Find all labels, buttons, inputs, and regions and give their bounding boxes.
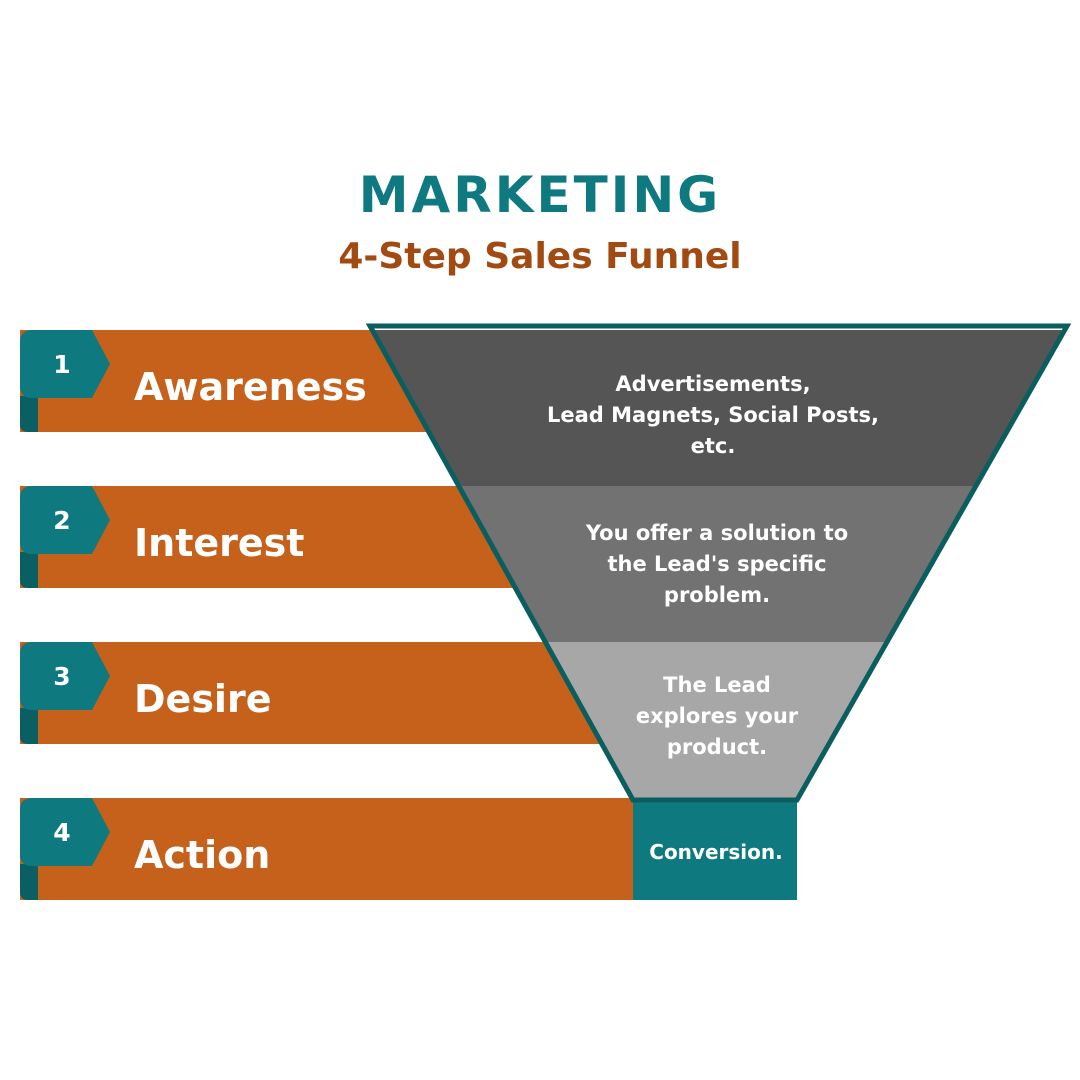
step-label: Interest: [134, 521, 304, 565]
tab-fold: [20, 708, 38, 744]
step-number: 4: [53, 818, 70, 847]
stage-description-line: product.: [667, 735, 767, 759]
step-number-tab: [20, 642, 110, 710]
stage-description-line: The Lead: [663, 673, 771, 697]
funnel-segment: [457, 486, 975, 642]
stage-description-line: Lead Magnets, Social Posts,: [547, 403, 879, 427]
conversion-box: [633, 798, 797, 900]
step-number-tab: [20, 798, 110, 866]
step-band: [20, 798, 650, 900]
stage-description-line: etc.: [691, 434, 736, 458]
funnel-stage-interest: You offer a solution to the Lead's specif…: [457, 486, 975, 642]
page-title: MARKETING: [358, 166, 722, 224]
stage-description-line: explores your: [636, 704, 799, 728]
funnel-segment: [545, 642, 886, 798]
tab-fold: [20, 864, 38, 900]
tab-fold: [20, 396, 38, 432]
step-label: Desire: [134, 677, 271, 721]
funnel-stage-awareness: Advertisements, Lead Magnets, Social Post…: [370, 330, 1063, 486]
step-band: [20, 642, 650, 744]
stage-description-line: You offer a solution to: [585, 521, 848, 545]
step-number-tab: [20, 486, 110, 554]
stage-description-line: Conversion.: [649, 840, 782, 864]
step-label: Awareness: [134, 365, 367, 409]
funnel-stage-desire: The Lead explores your product.: [545, 642, 886, 798]
step-number-tab: [20, 330, 110, 398]
stage-description-line: problem.: [664, 583, 770, 607]
funnel-segment: [370, 330, 1063, 486]
step-label: Action: [134, 833, 270, 877]
step-number: 3: [53, 662, 70, 691]
page-subtitle: 4-Step Sales Funnel: [338, 236, 742, 277]
stage-description-line: the Lead's specific: [607, 552, 826, 576]
funnel-outline: [365, 323, 1072, 803]
funnel-stage-action: Conversion.: [633, 798, 797, 900]
step-number: 2: [53, 506, 70, 535]
tab-fold: [20, 552, 38, 588]
step-number: 1: [53, 350, 70, 379]
stage-description-line: Advertisements,: [615, 372, 810, 396]
